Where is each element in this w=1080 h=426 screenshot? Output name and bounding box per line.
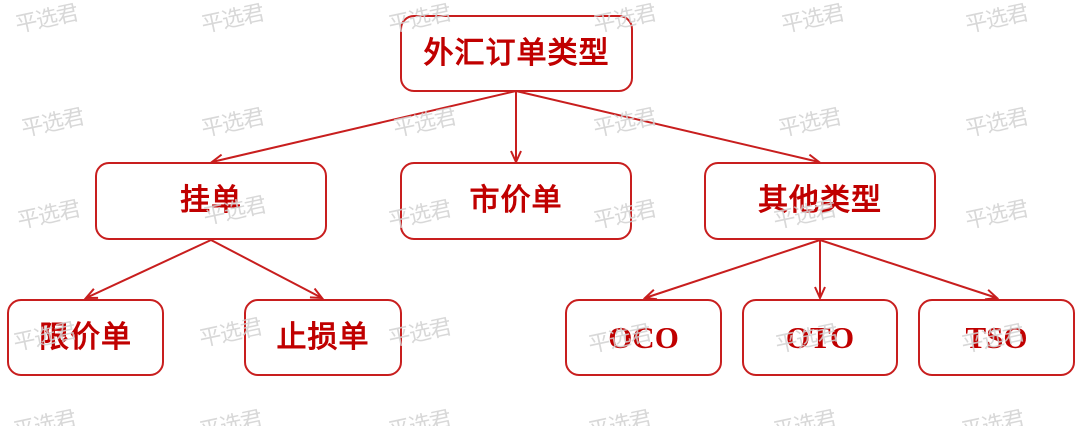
edge-pending-to-limit [86, 239, 212, 298]
node-other-types: 其他类型 [704, 162, 936, 240]
node-market-order: 市价单 [400, 162, 632, 240]
node-oto: OTO [742, 299, 898, 376]
node-label: 限价单 [39, 319, 132, 355]
node-label: 其他类型 [758, 183, 882, 218]
node-label: 市价单 [469, 183, 563, 218]
node-pending-order: 挂单 [95, 162, 327, 240]
node-label: OCO [608, 320, 679, 355]
edge-other-to-tso [819, 239, 997, 298]
node-label: OTO [785, 320, 855, 355]
edge-root-to-pending [212, 90, 517, 162]
node-stop-loss-order: 止损单 [244, 299, 402, 376]
node-label: 止损单 [276, 319, 370, 355]
edge-pending-to-stop [210, 239, 322, 298]
node-tso: TSO [918, 299, 1075, 376]
edge-root-to-other [515, 90, 819, 162]
node-label: TSO [965, 320, 1028, 355]
node-label: 外汇订单类型 [423, 35, 610, 71]
edge-other-to-oco [645, 239, 821, 298]
node-limit-order: 限价单 [7, 299, 164, 376]
node-label: 挂单 [180, 183, 242, 218]
node-forex-order-types: 外汇订单类型 [400, 15, 633, 92]
node-oco: OCO [565, 299, 722, 376]
